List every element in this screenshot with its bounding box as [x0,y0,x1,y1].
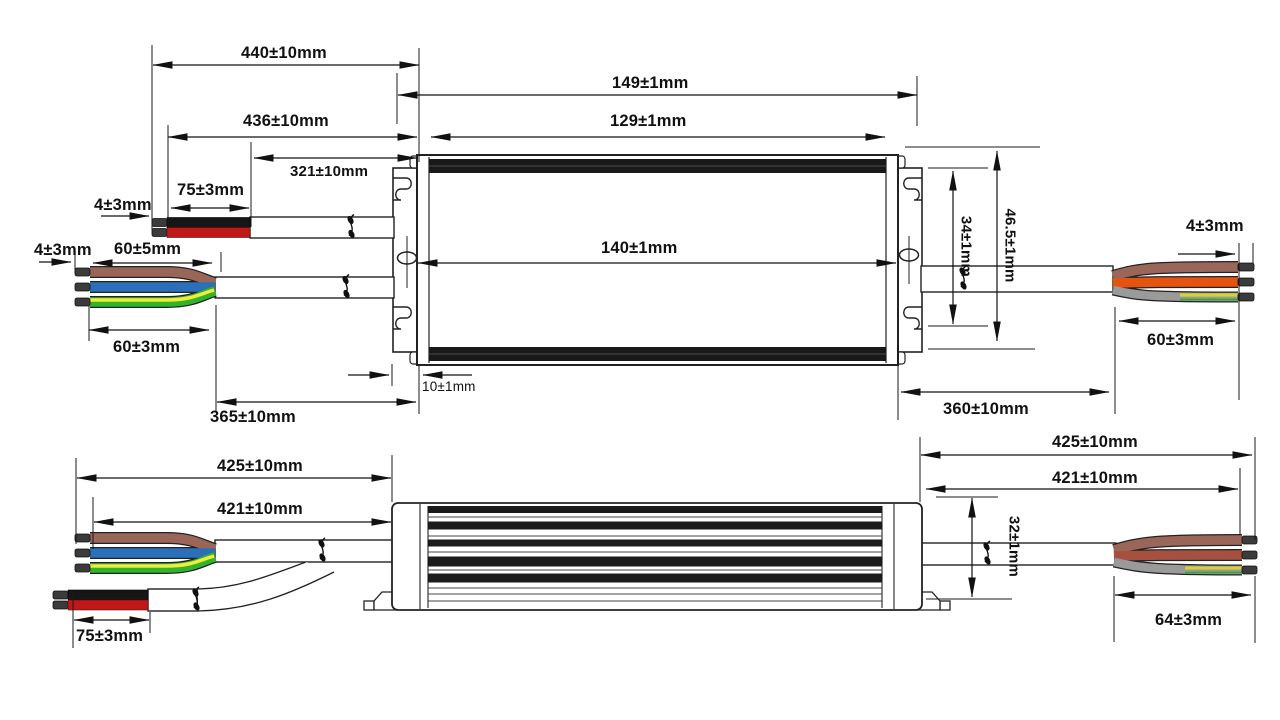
dim-label-width-46-5: 46.5±1mm [1001,208,1019,283]
dim-label-strip-4-right: 4±3mm [1186,217,1244,235]
mounting-bracket-left [392,167,418,353]
dim-label-360: 360±10mm [943,400,1029,418]
wire-tip [1237,292,1255,302]
brown-wire [90,267,217,288]
dim-label-overall-440: 440±10mm [241,44,327,62]
dim-label-strip-4-lower: 4±3mm [34,241,92,259]
dim-label-425-left: 425±10mm [217,457,303,475]
power-supply-body-top [409,154,906,366]
dim-label-365: 365±10mm [210,408,296,426]
heatsink-fins [428,506,882,583]
brown-wire [1111,262,1239,281]
dim-label-129: 129±1mm [610,112,687,130]
side-view-cables [147,537,1117,613]
red-wire [67,599,149,611]
dim-label-width-34: 34±1mm [957,215,975,278]
dim-label-421-left: 421±10mm [217,500,303,518]
ac-input-wires [74,266,217,308]
wire-tip [74,563,91,573]
dim-label-421-right: 421±10mm [1052,469,1138,487]
dim-label-436: 436±10mm [243,112,329,130]
black-wire [67,589,149,601]
wire-tip [74,282,91,292]
side-view [52,437,1258,648]
dimming-wires [151,217,251,238]
brown-wire [1112,535,1243,555]
dim-label-425-right: 425±10mm [1052,433,1138,451]
dim-label-60-3-right: 60±3mm [1147,331,1215,349]
dim-label-64: 64±3mm [1155,611,1223,629]
dim-label-75-side: 75±3mm [76,627,144,645]
dim-label-strip-4-upper: 4±3mm [94,196,152,214]
ac-input-wires-side [74,532,217,574]
mounting-foot-right [917,591,941,611]
dimming-wires-side [52,589,149,611]
wire-tip [52,600,69,610]
dimming-cable-sheath [147,588,199,612]
ac-input-cable-sheath [214,276,395,299]
dim-label-60-5: 60±5mm [114,240,182,258]
grey-wire [1112,285,1239,302]
mounting-bracket-right [897,167,923,353]
power-supply-body-side [363,502,951,611]
side-view-dimensions [73,451,1253,624]
red-brown-wire [1113,550,1243,561]
dimming-cable-sheath [249,216,395,239]
dim-label-height-32: 32±1mm [1005,515,1023,578]
red-wire [166,227,251,238]
orange-wire [1112,277,1239,288]
ac-input-cable-sheath [214,539,394,563]
wire-tip [1237,262,1255,272]
wire-tip [151,228,168,237]
wire-tip [52,590,69,600]
dim-label-bracket-10: 10±1mm [422,379,476,394]
dim-label-321: 321±10mm [290,163,369,180]
dim-label-body-140: 140±1mm [601,239,678,257]
wire-tip [151,218,168,227]
mounting-foot-left [373,591,397,611]
wire-tip [74,548,91,558]
wire-tip [1241,535,1258,545]
top-view-dimensions [39,61,1236,406]
top-view-extension-lines [74,45,1254,420]
wire-tip [74,297,91,307]
wire-tip [74,267,91,277]
black-wire [166,217,251,228]
top-view [39,45,1255,420]
dim-label-75-top: 75±3mm [177,181,245,199]
output-wires [1111,261,1255,303]
side-view-extension-lines [72,437,1256,648]
wire-tip [1237,277,1255,287]
wire-tip [74,533,91,543]
output-wires-side [1112,534,1258,576]
wire-tip [1241,550,1258,560]
brown-wire [90,533,217,554]
dim-label-149: 149±1mm [612,74,689,92]
dim-label-60-3-left: 60±3mm [113,338,181,356]
grey-wire [1113,557,1243,575]
wire-tip [1241,565,1258,575]
